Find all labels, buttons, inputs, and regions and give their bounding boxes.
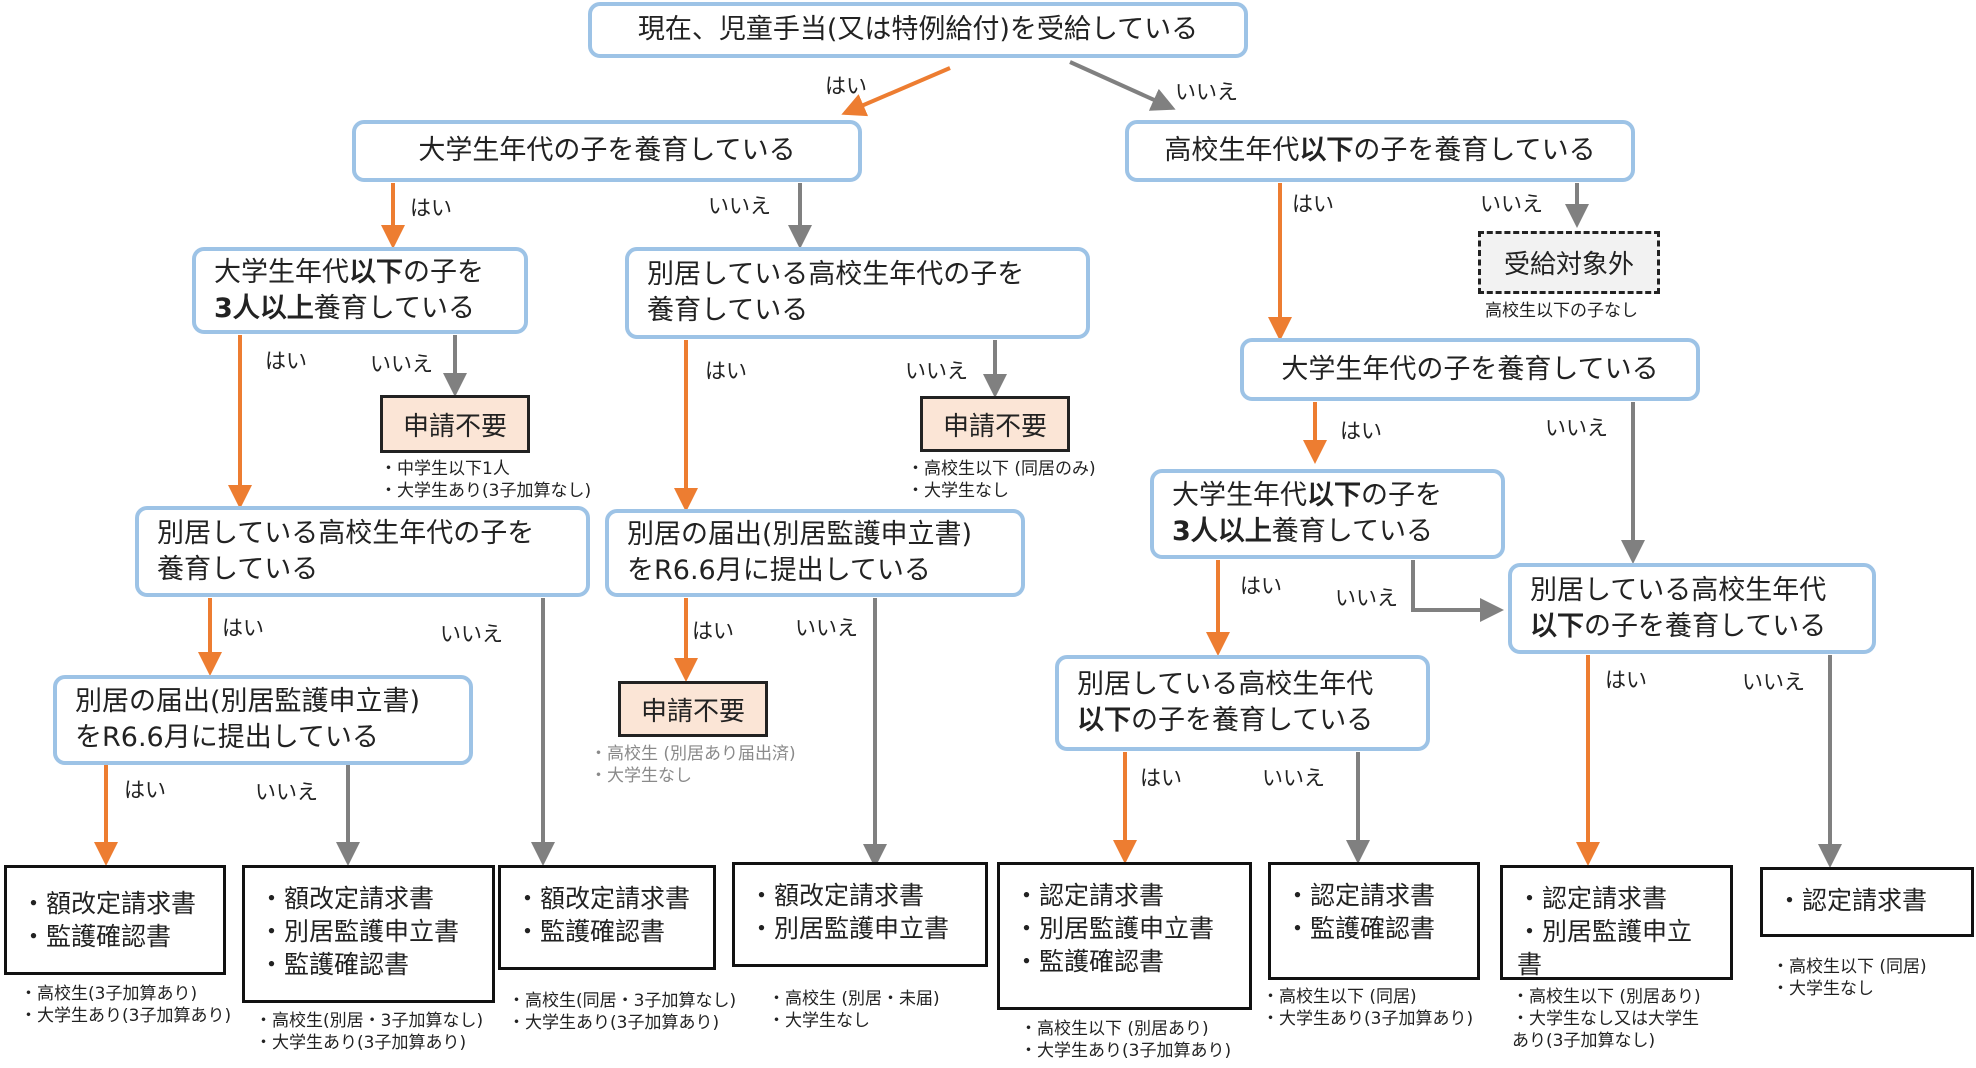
yes-label: はい bbox=[1292, 192, 1334, 216]
not-required-box: 申請不要 bbox=[920, 396, 1070, 452]
question-currently-receiving: 現在、児童手当(又は特例給付)を受給している bbox=[588, 2, 1248, 58]
excluded-note: 高校生以下の子なし bbox=[1485, 301, 1638, 321]
result-note-5: ・高校生以下 (別居あり) ・大学生あり(3子加算あり) bbox=[1020, 1019, 1232, 1061]
question-text: 別居の届出(別居監護申立書) をR6.6月に提出している bbox=[75, 686, 421, 753]
result-note-1: ・高校生(3子加算あり) ・大学生あり(3子加算あり) bbox=[20, 984, 232, 1026]
yes-label: はい bbox=[410, 196, 452, 220]
question-separate-hs-mid: 別居している高校生年代の子を 養育している bbox=[625, 247, 1090, 339]
arrow-no bbox=[1411, 560, 1504, 622]
question-filed-left: 別居の届出(別居監護申立書) をR6.6月に提出している bbox=[53, 675, 473, 765]
question-text: 別居している高校生年代以下の子を養育している bbox=[1530, 574, 1827, 642]
result-box-3: ・額改定請求書 ・監護確認書 bbox=[498, 865, 716, 970]
result-box-4: ・額改定請求書 ・別居監護申立書 bbox=[732, 862, 988, 967]
question-text: 大学生年代の子を養育している bbox=[418, 135, 796, 166]
result-note-3: ・高校生(同居・3子加算なし) ・大学生あり(3子加算あり) bbox=[508, 991, 737, 1033]
question-text: 高校生年代以下の子を養育している bbox=[1164, 135, 1596, 166]
yes-label: はい bbox=[705, 359, 747, 383]
result-box-6: ・認定請求書 ・監護確認書 bbox=[1268, 862, 1480, 980]
question-filed-mid: 別居の届出(別居監護申立書) をR6.6月に提出している bbox=[605, 509, 1025, 597]
no-label: いいえ bbox=[905, 359, 968, 383]
no-label: いいえ bbox=[708, 194, 771, 218]
result-note-2: ・高校生(別居・3子加算なし) ・大学生あり(3子加算あり) bbox=[255, 1011, 484, 1053]
result-box-8: ・認定請求書 bbox=[1760, 867, 1974, 937]
no-label: いいえ bbox=[1262, 766, 1325, 790]
not-required-box: 申請不要 bbox=[618, 681, 768, 737]
yes-label: はい bbox=[1140, 766, 1182, 790]
excluded-box: 受給対象外 bbox=[1478, 231, 1660, 294]
yes-label: はい bbox=[265, 349, 307, 373]
question-separate-below-left: 別居している高校生年代以下の子を養育している bbox=[1055, 655, 1430, 751]
result-note-4: ・高校生 (別居・未届) ・大学生なし bbox=[768, 989, 940, 1031]
result-note-8: ・高校生以下 (同居) ・大学生なし bbox=[1772, 957, 1927, 999]
no-label: いいえ bbox=[440, 622, 503, 646]
no-label: いいえ bbox=[1480, 192, 1543, 216]
no-label: いいえ bbox=[795, 616, 858, 640]
not-required-note: ・高校生以下 (同居のみ) ・大学生なし bbox=[907, 459, 1096, 501]
yes-label: はい bbox=[124, 778, 166, 802]
question-text: 別居の届出(別居監護申立書) をR6.6月に提出している bbox=[627, 519, 973, 586]
result-box-5: ・認定請求書 ・別居監護申立書 ・監護確認書 bbox=[997, 862, 1252, 1010]
not-required-note: ・中学生以下1人 ・大学生あり(3子加算なし) bbox=[380, 459, 592, 501]
arrow-no bbox=[1069, 60, 1176, 111]
no-label: いいえ bbox=[1545, 416, 1608, 440]
yes-label: はい bbox=[222, 616, 264, 640]
yes-label: はい bbox=[825, 74, 867, 98]
question-text: 別居している高校生年代の子を 養育している bbox=[647, 259, 1025, 326]
yes-label: はい bbox=[1605, 668, 1647, 692]
not-required-note: ・高校生 (別居あり届出済) ・大学生なし bbox=[590, 744, 796, 786]
question-text: 現在、児童手当(又は特例給付)を受給している bbox=[637, 14, 1199, 45]
question-univ-left: 大学生年代の子を養育している bbox=[352, 120, 862, 182]
question-separate-hs-left: 別居している高校生年代の子を 養育している bbox=[135, 506, 590, 597]
no-label: いいえ bbox=[1175, 80, 1238, 104]
question-univ-right: 大学生年代の子を養育している bbox=[1240, 338, 1700, 401]
result-note-6: ・高校生以下 (同居) ・大学生あり(3子加算あり) bbox=[1262, 987, 1474, 1029]
no-label: いいえ bbox=[1742, 670, 1805, 694]
result-box-2: ・額改定請求書 ・別居監護申立書 ・監護確認書 bbox=[242, 865, 495, 1003]
yes-label: はい bbox=[1340, 419, 1382, 443]
question-text: 大学生年代の子を養育している bbox=[1281, 353, 1659, 385]
result-box-7: ・認定請求書 ・別居監護申立書 bbox=[1500, 865, 1733, 980]
question-text: 別居している高校生年代以下の子を養育している bbox=[1077, 669, 1374, 736]
question-text: 別居している高校生年代の子を 養育している bbox=[157, 517, 535, 585]
result-box-1: ・額改定請求書 ・監護確認書 bbox=[4, 865, 226, 975]
no-label: いいえ bbox=[255, 780, 318, 804]
not-required-box: 申請不要 bbox=[380, 395, 530, 453]
yes-label: はい bbox=[692, 619, 734, 643]
question-hs-or-below: 高校生年代以下の子を養育している bbox=[1125, 120, 1635, 182]
result-note-7: ・高校生以下 (別居あり) ・大学生なし又は大学生 あり(3子加算なし) bbox=[1512, 987, 1701, 1051]
no-label: いいえ bbox=[370, 352, 433, 376]
yes-label: はい bbox=[1240, 574, 1282, 598]
no-label: いいえ bbox=[1335, 586, 1398, 610]
question-separate-below-right: 別居している高校生年代以下の子を養育している bbox=[1508, 563, 1876, 654]
